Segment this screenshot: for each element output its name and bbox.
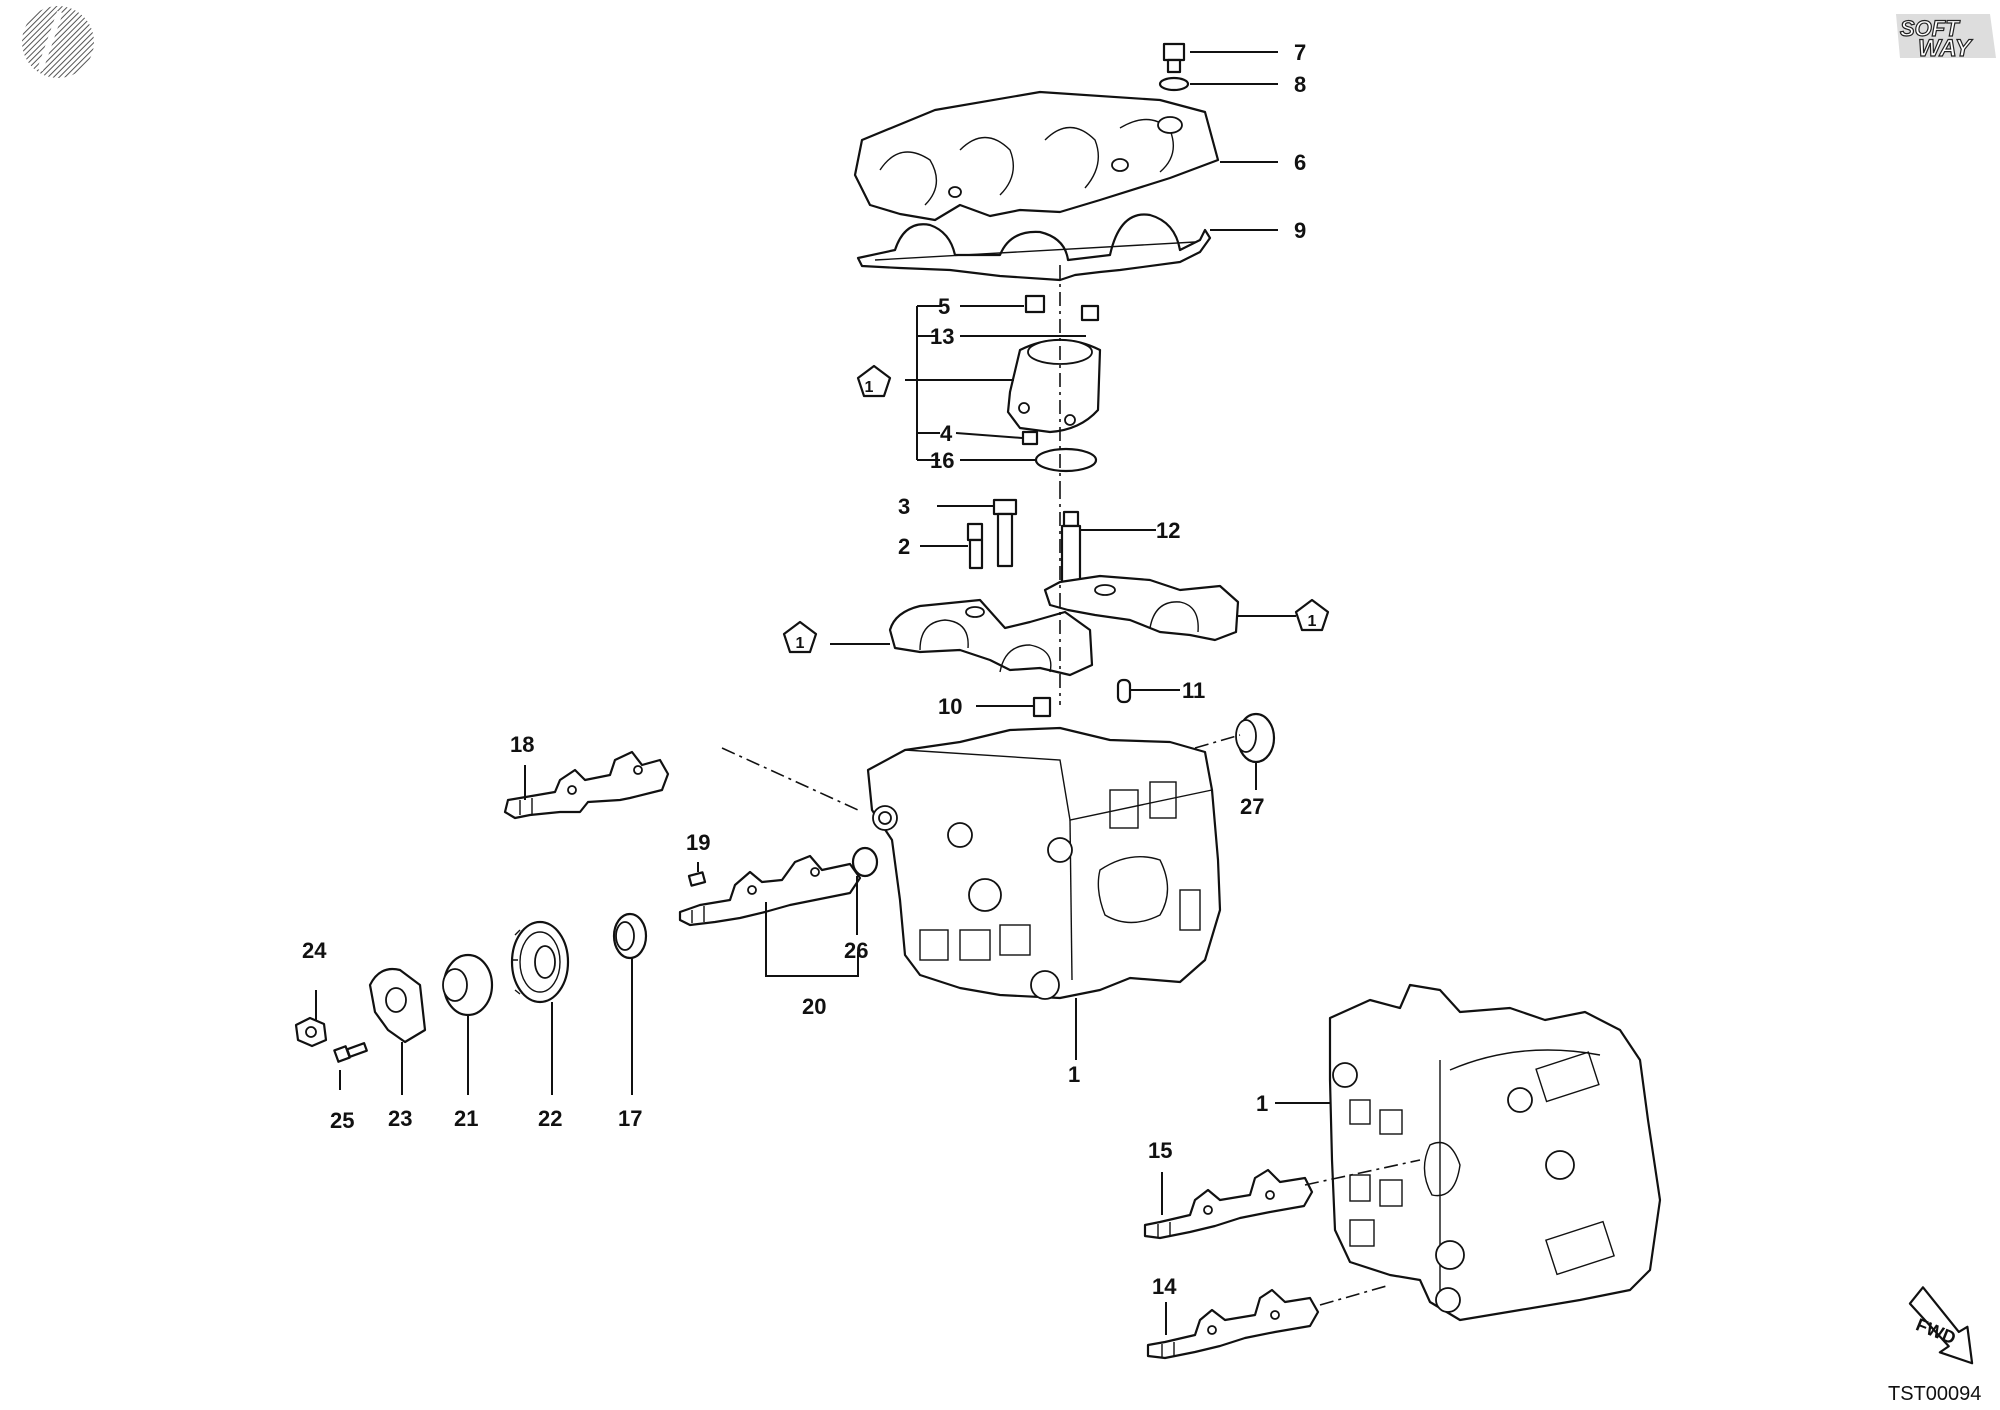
callout-23: 23 bbox=[388, 1106, 412, 1131]
cover-washer bbox=[1158, 76, 1190, 92]
reference-marker-3: 1 bbox=[1294, 598, 1330, 632]
centerline-d bbox=[1194, 734, 1241, 749]
cover-bolt bbox=[1162, 42, 1186, 74]
callout-24: 24 bbox=[302, 938, 327, 963]
disc-icon bbox=[22, 6, 94, 78]
callout-5: 5 bbox=[938, 294, 950, 319]
cam-end-cap bbox=[851, 846, 879, 878]
camshaft-14 bbox=[1146, 1288, 1320, 1360]
callout-25: 25 bbox=[330, 1108, 354, 1133]
thrust-plate bbox=[368, 967, 427, 1044]
camshaft-18 bbox=[503, 750, 670, 820]
small-bolt bbox=[333, 1042, 368, 1063]
cam-pulley bbox=[510, 920, 570, 1004]
bearing-cap-left bbox=[888, 598, 1094, 677]
camshaft-20 bbox=[678, 854, 862, 927]
callout-18: 18 bbox=[510, 732, 534, 757]
callout-11: 11 bbox=[1182, 678, 1205, 703]
svg-text:1: 1 bbox=[865, 379, 874, 396]
callout-26: 26 bbox=[844, 938, 868, 963]
cam-seal bbox=[612, 912, 648, 960]
svg-text:1: 1 bbox=[796, 635, 805, 652]
cam-hub bbox=[442, 953, 494, 1017]
callout-13: 13 bbox=[930, 324, 954, 349]
callout-27: 27 bbox=[1240, 794, 1264, 819]
dowel-10 bbox=[1032, 696, 1052, 718]
callout-12: 12 bbox=[1156, 518, 1180, 543]
camshaft-15 bbox=[1143, 1168, 1314, 1240]
callout-8: 8 bbox=[1294, 72, 1306, 97]
brand-line1: SOFT bbox=[1900, 16, 1960, 41]
fwd-arrow-icon: FWD bbox=[1908, 1286, 1974, 1365]
callout-1-side: 1 bbox=[1256, 1091, 1268, 1116]
callout-19: 19 bbox=[686, 830, 710, 855]
cam-nut bbox=[294, 1016, 328, 1048]
woodruff-key bbox=[687, 871, 707, 887]
leader-lines bbox=[315, 51, 1330, 1335]
callout-labels: 7 8 6 9 5 13 4 16 3 2 12 10 11 27 18 19 … bbox=[302, 40, 1306, 1299]
callout-15: 15 bbox=[1148, 1138, 1172, 1163]
callout-2: 2 bbox=[898, 534, 910, 559]
brand-logo: SOFT WAY bbox=[1896, 14, 1996, 63]
bearing-cap-bolts bbox=[966, 498, 1082, 588]
callout-9: 9 bbox=[1294, 218, 1306, 243]
centerline-e bbox=[1304, 1159, 1421, 1186]
callout-17: 17 bbox=[618, 1106, 642, 1131]
brand-line2: WAY bbox=[1918, 35, 1973, 62]
callout-6: 6 bbox=[1294, 150, 1306, 175]
callout-10: 10 bbox=[938, 694, 962, 719]
callout-16: 16 bbox=[930, 448, 954, 473]
callout-4: 4 bbox=[940, 421, 953, 446]
callout-3: 3 bbox=[898, 494, 910, 519]
oil-seal bbox=[1235, 712, 1276, 764]
centerline-f bbox=[1319, 1284, 1391, 1306]
centerline-c bbox=[721, 747, 859, 811]
cylinder-head bbox=[866, 726, 1222, 1000]
bearing-cap-right bbox=[1043, 574, 1240, 642]
callout-1: 1 bbox=[1068, 1062, 1080, 1087]
callout-14: 14 bbox=[1152, 1274, 1177, 1299]
cylinder-head-side-view bbox=[1328, 983, 1662, 1322]
diagram-code: TST00094 bbox=[1888, 1383, 1981, 1405]
reference-marker-2: 1 bbox=[782, 620, 818, 654]
callout-21: 21 bbox=[454, 1106, 478, 1131]
dowel-11 bbox=[1116, 678, 1132, 704]
valve-cover-gasket bbox=[856, 213, 1212, 282]
cam-housing bbox=[1006, 294, 1102, 473]
callout-20: 20 bbox=[802, 994, 826, 1019]
valve-cover bbox=[853, 90, 1220, 222]
reference-marker-1: 1 bbox=[856, 364, 892, 398]
callout-22: 22 bbox=[538, 1106, 562, 1131]
callout-7: 7 bbox=[1294, 40, 1306, 65]
svg-text:1: 1 bbox=[1308, 613, 1317, 630]
